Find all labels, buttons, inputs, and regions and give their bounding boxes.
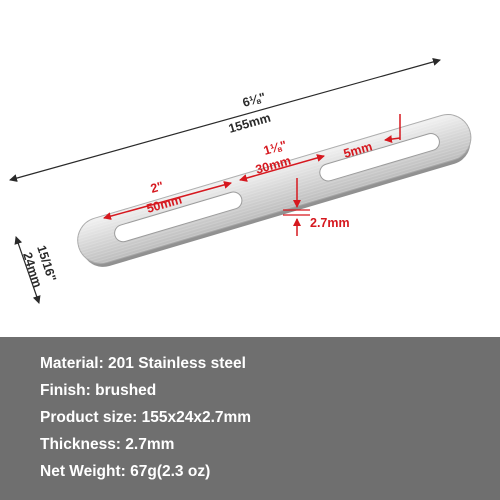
spec-panel: Material: 201 Stainless steel Finish: br… [0,337,500,500]
spec-net-weight: Net Weight: 67g(2.3 oz) [40,463,211,480]
width-dimension: 15/16" 24mm [14,236,59,304]
length-inch-label: 6⅛" [241,90,267,110]
spec-product-size: Product size: 155x24x2.7mm [40,409,252,426]
thickness-dimension: 2.7mm [283,178,350,236]
spec-finish: Finish: brushed [40,382,157,399]
spec-material: Material: 201 Stainless steel [40,355,246,372]
product-figure: 6⅛" 155mm 15/16" 24mm 2" 50mm 1⅛" 30mm 5… [9,58,472,304]
thickness-label: 2.7mm [310,216,350,230]
length-mm-label: 155mm [227,111,272,136]
spec-thickness: Thickness: 2.7mm [40,436,175,453]
slot-length-inch-label: 2" [149,179,165,196]
steel-plate [77,114,472,267]
slot-gap-inch-label: 1⅛" [262,138,288,158]
